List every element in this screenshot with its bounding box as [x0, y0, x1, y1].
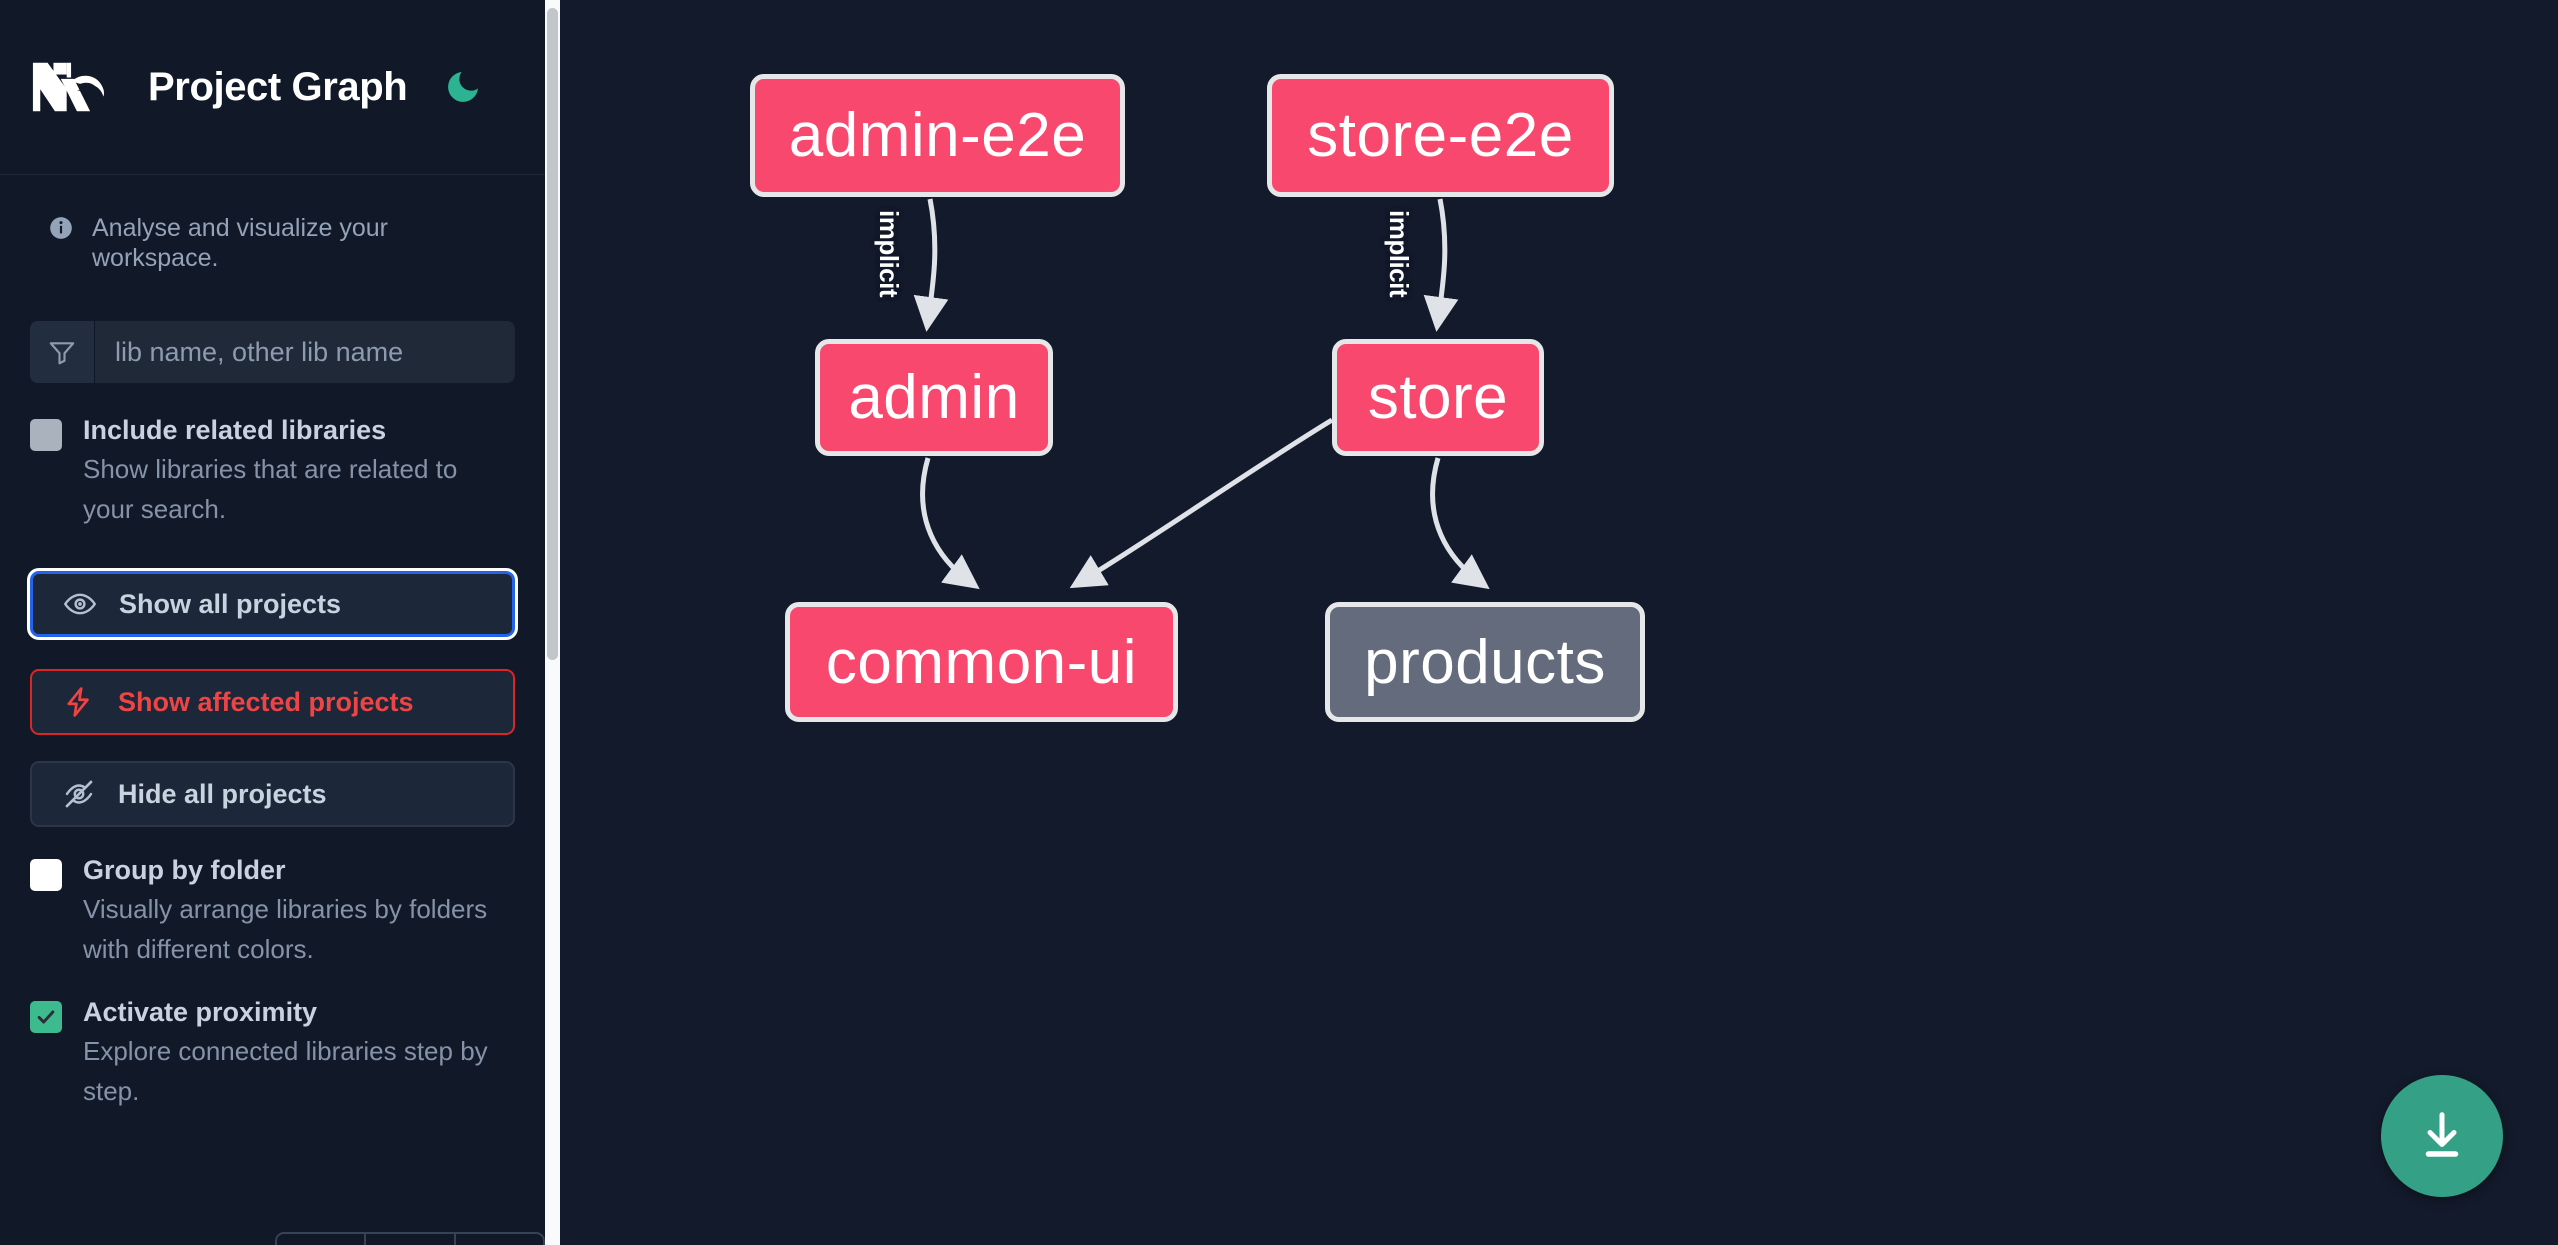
- graph-node-admin[interactable]: admin: [815, 339, 1053, 456]
- bolt-icon: [62, 685, 96, 719]
- graph-node-store-e2e[interactable]: store-e2e: [1267, 74, 1614, 197]
- download-icon: [2425, 1112, 2459, 1157]
- option-description: Explore connected libraries step by step…: [83, 1036, 488, 1106]
- show-all-projects-button[interactable]: Show all projects: [30, 571, 515, 637]
- option-label: Group by folder: [83, 855, 286, 885]
- search-input[interactable]: [95, 321, 515, 383]
- node-label: store-e2e: [1307, 101, 1574, 170]
- moon-icon[interactable]: [441, 65, 485, 109]
- graph-edges: [913, 198, 1490, 590]
- project-action-buttons: Show all projects Show affected projects: [30, 571, 515, 827]
- proximity-step-decrease[interactable]: [277, 1234, 367, 1245]
- graph-node-common-ui[interactable]: common-ui: [785, 602, 1178, 722]
- edge-admin-e2e-admin: [913, 198, 949, 332]
- info-icon: [48, 215, 74, 241]
- sidebar-header: Project Graph: [0, 0, 545, 175]
- nx-logo-icon: [30, 58, 118, 116]
- proximity-step-value[interactable]: [366, 1234, 456, 1245]
- filter-icon[interactable]: [30, 321, 95, 383]
- node-label: admin: [848, 363, 1020, 432]
- hide-all-projects-button[interactable]: Hide all projects: [30, 761, 515, 827]
- sidebar-scrollbar-thumb[interactable]: [547, 8, 558, 660]
- proximity-step-control[interactable]: [275, 1232, 545, 1245]
- workspace-subtitle-text: Analyse and visualize your workspace.: [92, 214, 388, 272]
- node-label: admin-e2e: [788, 101, 1087, 170]
- graph-node-store[interactable]: store: [1332, 339, 1544, 456]
- edge-store-common-ui: [1069, 417, 1334, 589]
- edge-admin-common-ui: [920, 457, 980, 590]
- edge-store-e2e-store: [1423, 198, 1459, 332]
- option-description: Show libraries that are related to your …: [83, 454, 458, 524]
- checkbox-include-related-libraries[interactable]: [30, 419, 62, 451]
- checkbox-activate-proximity[interactable]: [30, 1001, 62, 1033]
- graph-node-products[interactable]: products: [1325, 602, 1645, 722]
- node-label: products: [1364, 627, 1606, 697]
- workspace-subtitle: Analyse and visualize your workspace.: [0, 175, 545, 273]
- checkbox-group-by-folder[interactable]: [30, 859, 62, 891]
- proximity-step-increase[interactable]: [456, 1234, 543, 1245]
- sidebar: Project Graph Analyse and visualize your…: [0, 0, 560, 1245]
- option-activate-proximity[interactable]: Activate proximity Explore connected lib…: [0, 995, 545, 1111]
- option-group-by-folder[interactable]: Group by folder Visually arrange librari…: [0, 853, 545, 969]
- eye-icon: [63, 587, 97, 621]
- button-label: Show all projects: [119, 588, 342, 619]
- button-label: Show affected projects: [118, 686, 414, 717]
- search-box[interactable]: [30, 321, 515, 383]
- sidebar-scrollbar-track[interactable]: [545, 0, 560, 1245]
- graph-canvas[interactable]: admin-e2e store-e2e admin store common-u…: [560, 0, 2558, 1245]
- eye-off-icon: [62, 777, 96, 811]
- download-image-button[interactable]: [2381, 1075, 2503, 1197]
- option-include-related-libraries[interactable]: Include related libraries Show libraries…: [0, 413, 545, 529]
- option-label: Include related libraries: [83, 415, 387, 445]
- node-label: store: [1367, 363, 1509, 432]
- option-label: Activate proximity: [83, 997, 318, 1027]
- show-affected-projects-button[interactable]: Show affected projects: [30, 669, 515, 735]
- node-label: common-ui: [825, 627, 1138, 697]
- edge-store-products: [1430, 457, 1490, 590]
- option-description: Visually arrange libraries by folders wi…: [83, 894, 488, 964]
- page-title: Project Graph: [148, 64, 408, 109]
- graph-node-admin-e2e[interactable]: admin-e2e: [750, 74, 1125, 197]
- button-label: Hide all projects: [118, 778, 327, 809]
